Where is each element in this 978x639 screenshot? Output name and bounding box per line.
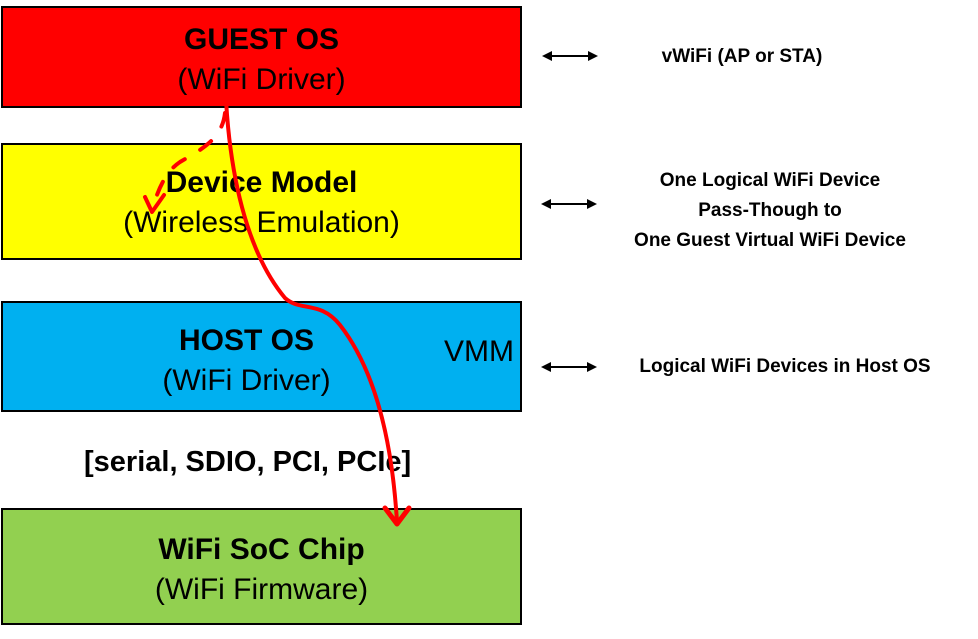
wifi-chip-subtitle: (WiFi Firmware) — [154, 573, 369, 606]
bus-label: [serial, SDIO, PCI, PCIe] — [84, 446, 412, 478]
host-os-title: HOST OS — [178, 324, 314, 357]
guest-annotation: vWiFi (AP or STA) — [661, 46, 823, 67]
device-annotation-line: One Guest Virtual WiFi Device — [634, 230, 906, 251]
guest-os-title: GUEST OS — [183, 23, 340, 56]
device-annotation: One Logical WiFi Device Pass-Though to O… — [600, 166, 940, 256]
device-annotation-line: Pass-Though to — [698, 200, 842, 221]
host-os-layer: HOST OS (WiFi Driver) VMM — [1, 301, 522, 412]
host-annotation: Logical WiFi Devices in Host OS — [639, 356, 931, 377]
wifi-chip-layer: WiFi SoC Chip (WiFi Firmware) — [1, 508, 522, 625]
double-arrow-icon — [541, 362, 597, 372]
wifi-chip-title: WiFi SoC Chip — [158, 533, 365, 566]
guest-os-subtitle: (WiFi Driver) — [177, 63, 346, 96]
double-arrow-icon — [541, 199, 597, 209]
device-annotation-line: One Logical WiFi Device — [659, 170, 881, 191]
device-model-layer: Device Model (Wireless Emulation) — [1, 143, 522, 260]
device-model-subtitle: (Wireless Emulation) — [123, 206, 400, 239]
double-arrow-icon — [542, 51, 598, 61]
vmm-label: VMM — [444, 335, 514, 368]
guest-os-layer: GUEST OS (WiFi Driver) — [1, 6, 522, 108]
device-model-title: Device Model — [165, 166, 358, 199]
host-os-subtitle: (WiFi Driver) — [162, 364, 331, 397]
